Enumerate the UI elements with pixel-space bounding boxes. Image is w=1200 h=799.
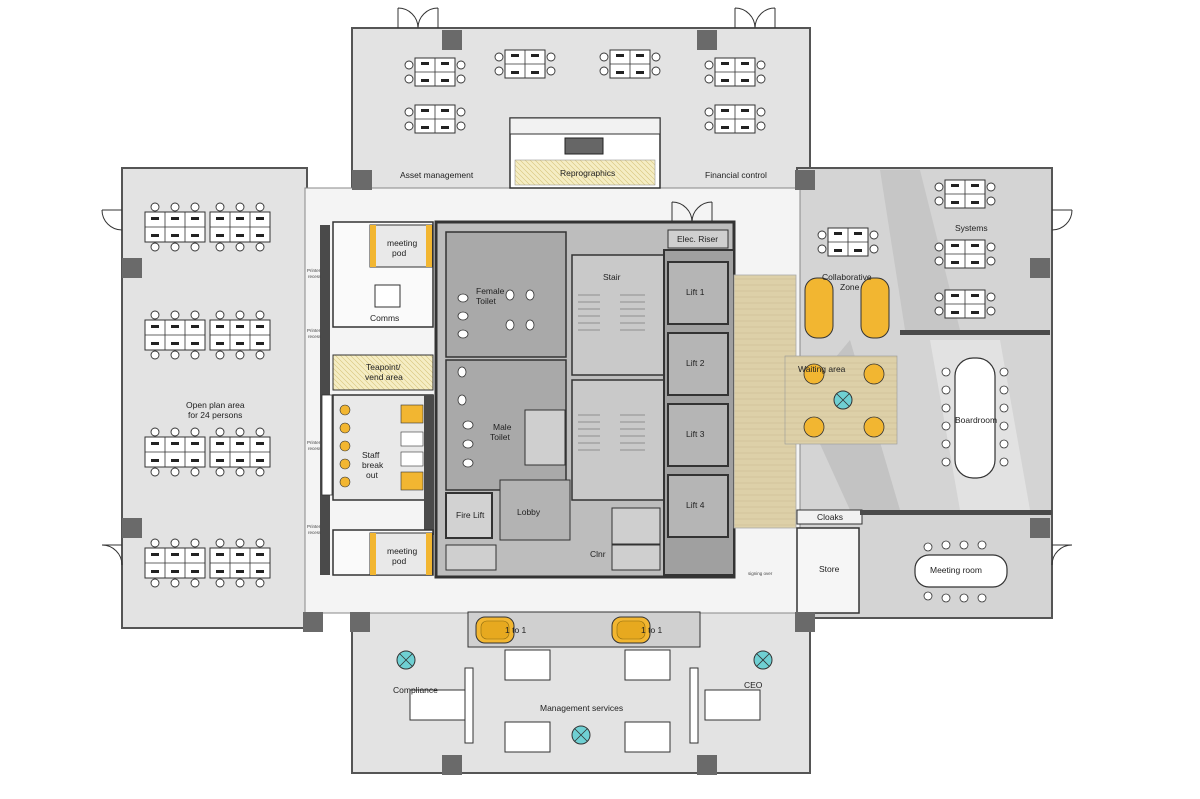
- service-core: [434, 220, 736, 579]
- label-meeting-pod-bottom: meeting: [387, 546, 418, 556]
- note-printer-2: Printer: [307, 328, 321, 333]
- west-core-rooms: [320, 221, 434, 576]
- label-meeting-pod-top: meeting: [387, 238, 418, 248]
- label-1-to-1-left: 1 to 1: [505, 625, 527, 635]
- label-lift-4: Lift 4: [686, 500, 705, 510]
- note-recess-2: recess: [308, 334, 322, 339]
- note-printer-4: Printer: [307, 524, 321, 529]
- north-wing-desks: [404, 49, 766, 189]
- south-wing-furniture: [396, 611, 773, 753]
- label-pod-bottom: pod: [392, 556, 406, 566]
- note-recess-4: recess: [308, 530, 322, 535]
- label-1-to-1-right: 1 to 1: [641, 625, 663, 635]
- label-lift-1: Lift 1: [686, 287, 705, 297]
- label-management-services: Management services: [540, 703, 623, 713]
- label-comms: Comms: [370, 313, 399, 323]
- entrance-doors: [101, 7, 1073, 566]
- label-stair: Stair: [603, 272, 621, 282]
- label-store: Store: [819, 564, 840, 574]
- label-elec-riser: Elec. Riser: [677, 234, 718, 244]
- note-printer-3: Printer: [307, 440, 321, 445]
- label-vend-area: vend area: [365, 372, 403, 382]
- label-female: Female: [476, 286, 505, 296]
- label-staff: Staff: [362, 450, 380, 460]
- note-recess-3: recess: [308, 446, 322, 451]
- note-recess-1: recess: [308, 274, 322, 279]
- label-ceo: CEO: [744, 680, 763, 690]
- label-male: Male: [493, 422, 512, 432]
- label-compliance: Compliance: [393, 685, 438, 695]
- label-systems: Systems: [955, 223, 988, 233]
- label-clnr: Clnr: [590, 549, 606, 559]
- label-for-24-persons: for 24 persons: [188, 410, 242, 420]
- note-printer-1: Printer: [307, 268, 321, 273]
- label-zone: Zone: [840, 282, 860, 292]
- label-collaborative: Collaborative: [822, 272, 872, 282]
- east-wing-furniture: [784, 179, 1052, 614]
- label-pod-top: pod: [392, 248, 406, 258]
- label-female-toilet: Toilet: [476, 296, 496, 306]
- note-signing-over: signing over: [748, 571, 773, 576]
- label-open-plan-area: Open plan area: [186, 400, 245, 410]
- label-boardroom: Boardroom: [955, 415, 997, 425]
- label-lift-3: Lift 3: [686, 429, 705, 439]
- label-asset-management: Asset management: [400, 170, 474, 180]
- label-meeting-room: Meeting room: [930, 565, 982, 575]
- label-lobby: Lobby: [517, 507, 541, 517]
- label-financial-control: Financial control: [705, 170, 767, 180]
- label-fire-lift: Fire Lift: [456, 510, 485, 520]
- room-labels: Asset management Reprographics Financial…: [186, 168, 997, 713]
- label-reprographics: Reprographics: [560, 168, 615, 178]
- label-lift-2: Lift 2: [686, 358, 705, 368]
- label-break: break: [362, 460, 384, 470]
- label-teapoint: Teapoint/: [366, 362, 401, 372]
- label-out: out: [366, 470, 378, 480]
- label-male-toilet: Toilet: [490, 432, 510, 442]
- label-waiting-area: Waiting area: [798, 364, 846, 374]
- label-cloaks: Cloaks: [817, 512, 843, 522]
